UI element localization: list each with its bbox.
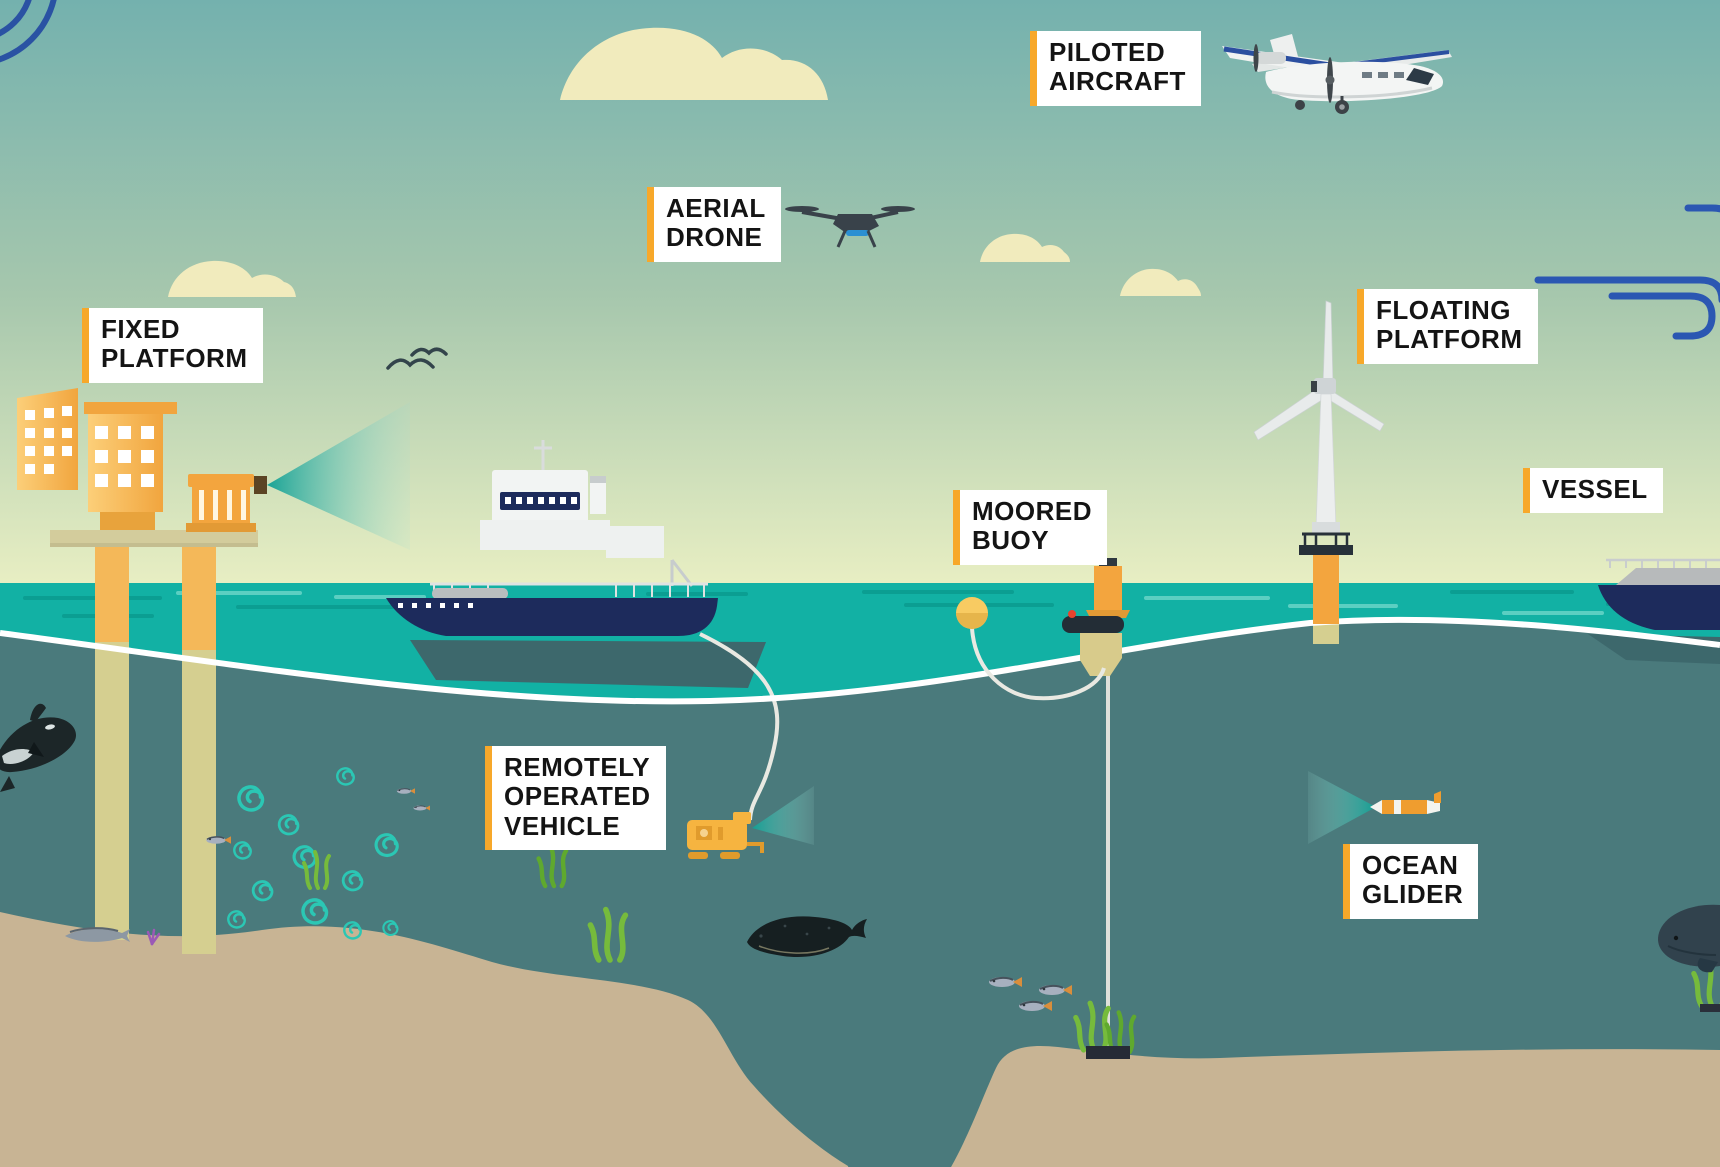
anchor-weight <box>1076 1003 1134 1059</box>
cargo-vessel-illustration <box>1598 558 1720 630</box>
label-vessel: VESSEL <box>1523 468 1663 514</box>
cloud <box>560 27 828 100</box>
label-fixed-platform: FIXED PLATFORM <box>82 308 263 383</box>
label-line: VEHICLE <box>504 810 621 841</box>
rov-illustration <box>687 812 764 859</box>
label-line: PLATFORM <box>1376 324 1523 355</box>
label-line: BUOY <box>972 525 1050 556</box>
label-piloted-aircraft: PILOTED AIRCRAFT <box>1030 31 1201 106</box>
rov-light-beam <box>752 786 814 845</box>
coral <box>146 928 161 946</box>
pilot-whale-illustration <box>747 916 867 958</box>
label-line: MOORED <box>972 496 1092 526</box>
sturgeon-fish <box>65 927 130 942</box>
label-line: PILOTED <box>1049 37 1166 67</box>
label-moored-buoy: MOORED BUOY <box>953 490 1107 565</box>
seafloor <box>0 912 1720 1167</box>
cloud <box>980 233 1070 262</box>
label-line: VESSEL <box>1542 474 1648 504</box>
label-line: OPERATED <box>504 781 651 812</box>
label-line: PLATFORM <box>101 343 248 374</box>
label-line: DRONE <box>666 222 763 253</box>
moored-buoy-illustration <box>1062 558 1130 676</box>
label-ocean-glider: OCEAN GLIDER <box>1343 844 1479 919</box>
label-line: FIXED <box>101 314 181 344</box>
birds-icon <box>386 347 448 370</box>
orca-illustration <box>0 703 76 792</box>
platform-sensor-beam <box>267 402 410 550</box>
sperm-whale-illustration <box>1658 904 1720 973</box>
label-line: AERIAL <box>666 193 766 223</box>
float-ball <box>956 597 988 629</box>
clouds <box>168 27 1201 297</box>
cloud <box>168 260 296 297</box>
sea-streaks <box>23 590 1702 618</box>
ocean-glider-illustration <box>1370 791 1441 814</box>
rov-tether <box>699 632 780 821</box>
aerial-drone-illustration <box>785 206 915 248</box>
fixed-platform-legs <box>95 542 216 954</box>
float-tether <box>970 627 1106 701</box>
label-floating-platform: FLOATING PLATFORM <box>1357 289 1538 364</box>
ship-shadow <box>410 640 766 688</box>
wind-lines <box>1534 204 1720 340</box>
label-line: GLIDER <box>1362 879 1464 910</box>
piloted-aircraft-illustration <box>1222 34 1452 114</box>
label-line: FLOATING <box>1376 295 1511 325</box>
fixed-platform-illustration <box>17 388 410 550</box>
label-line: OCEAN <box>1362 850 1459 880</box>
cloud <box>1120 268 1201 296</box>
label-line: REMOTELY <box>504 752 651 782</box>
survey-ship-illustration <box>386 440 718 636</box>
label-remotely-operated-vehicle: REMOTELY OPERATED VEHICLE <box>485 746 666 851</box>
seaweed <box>302 846 1720 1012</box>
wind-turbine-illustration <box>1253 300 1385 624</box>
label-aerial-drone: AERIAL DRONE <box>647 187 781 262</box>
waterline <box>0 616 1720 705</box>
label-line: AIRCRAFT <box>1049 66 1186 97</box>
glider-light-beam <box>1308 771 1376 844</box>
